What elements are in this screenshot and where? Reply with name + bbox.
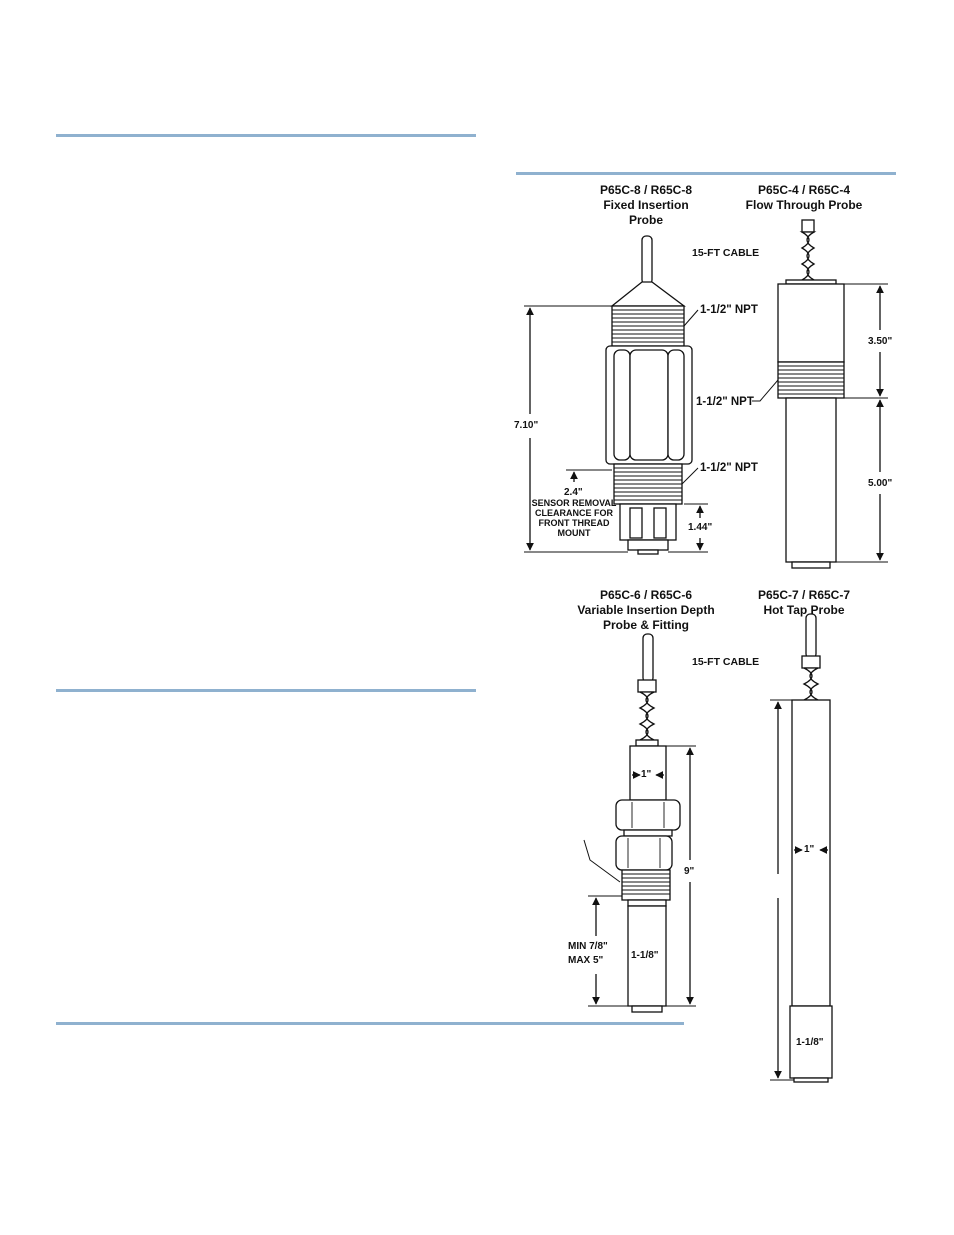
dimension-118-p7: 1-1/8" <box>796 1037 824 1048</box>
section-rule-2 <box>516 172 896 175</box>
dimension-144: 1.44" <box>688 522 713 533</box>
probe-p7-title-line2: Hot Tap Probe <box>763 603 845 617</box>
probe-p6-title-line1: P65C-6 / R65C-6 <box>599 588 693 602</box>
probe-p6-title-line3: Probe & Fitting <box>603 618 689 632</box>
probe-p6-title-line2: Variable Insertion Depth <box>577 603 715 617</box>
probe-p4-drawing <box>752 219 888 569</box>
cable-label-top: 15-FT CABLE <box>692 247 760 259</box>
removal-line4: MOUNT <box>557 528 591 538</box>
section-rule-1 <box>56 134 476 137</box>
probe-p8-title-line1: P65C-8 / R65C-8 <box>599 183 693 197</box>
probe-p8-title-line2: Fixed Insertion <box>603 198 689 212</box>
probe-p7-title: P65C-7 / R65C-7 Hot Tap Probe <box>744 588 864 618</box>
sensor-removal-note: SENSOR REMOVAL CLEARANCE FOR FRONT THREA… <box>530 498 618 538</box>
max-depth: MAX 5" <box>568 955 604 966</box>
dimension-24: 2.4" <box>564 487 583 498</box>
npt-label-p8-top: 1-1/2" NPT <box>700 304 758 316</box>
removal-line1: SENSOR REMOVAL <box>531 498 617 508</box>
probe-p7-title-line1: P65C-7 / R65C-7 <box>757 588 851 602</box>
probe-p8-drawing <box>524 235 708 555</box>
probe-p6-title: P65C-6 / R65C-6 Variable Insertion Depth… <box>566 588 726 633</box>
probe-p8-title: P65C-8 / R65C-8 Fixed Insertion Probe <box>586 183 706 228</box>
removal-line2: CLEARANCE FOR <box>535 508 613 518</box>
probe-p4-title: P65C-4 / R65C-4 Flow Through Probe <box>734 183 874 213</box>
dimension-1in-p7: 1" <box>804 844 815 855</box>
dimension-1in-p6: 1" <box>641 769 652 780</box>
depth-range: MIN 7/8" MAX 5" <box>568 940 608 968</box>
min-depth: MIN 7/8" <box>568 941 608 952</box>
removal-line3: FRONT THREAD <box>538 518 610 528</box>
dimension-500: 5.00" <box>868 478 893 489</box>
dimension-710: 7.10" <box>514 420 539 431</box>
probe-p4-title-line1: P65C-4 / R65C-4 <box>757 183 851 197</box>
dimension-350: 3.50" <box>868 336 893 347</box>
probe-p7-drawing <box>770 613 833 1083</box>
probe-p8-title-line3: Probe <box>628 213 663 227</box>
section-rule-4 <box>56 1022 684 1025</box>
cable-label-bottom: 15-FT CABLE <box>692 656 760 668</box>
probe-p6-drawing <box>583 633 696 1013</box>
probe-p4-title-line2: Flow Through Probe <box>745 198 863 212</box>
section-rule-3 <box>56 689 476 692</box>
dimension-118-p6: 1-1/8" <box>631 950 659 961</box>
dimension-9: 9" <box>684 866 695 877</box>
npt-label-p4: 1-1/2" NPT <box>696 396 754 408</box>
npt-label-p8-bottom: 1-1/2" NPT <box>700 462 758 474</box>
